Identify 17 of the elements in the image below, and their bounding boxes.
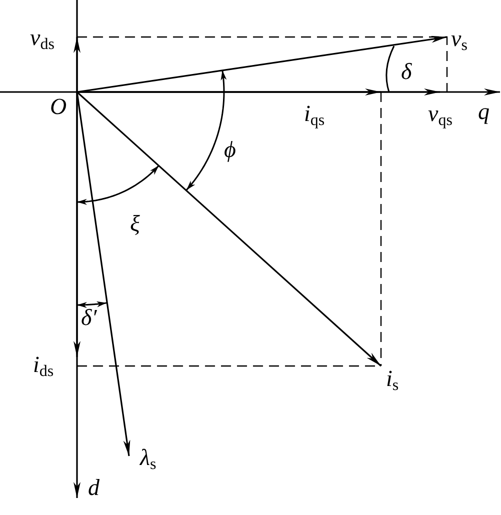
vector-label: i$_{qs}$ [304,102,325,129]
angle-label: ϕ [224,138,236,161]
vector-arrow [76,91,382,367]
vector-label: q [478,100,490,123]
angle-label: ξ [130,212,140,235]
vector-label: v$_{s}$ [451,27,468,54]
vector-label: λ$_{s}$ [140,446,156,473]
vector-label: v$_{ds}$ [30,26,54,53]
vector-label: i$_{s}$ [386,367,399,394]
vector-label: O [50,95,67,118]
vector-label: d [88,476,100,499]
vector-label: i$_{ds}$ [33,353,54,380]
angle-label: δ′ [81,306,97,329]
vector-label: v$_{qs}$ [428,102,452,129]
vector-arrow [74,92,80,498]
angle-label: δ [401,60,412,83]
vector-arrow [74,37,80,92]
